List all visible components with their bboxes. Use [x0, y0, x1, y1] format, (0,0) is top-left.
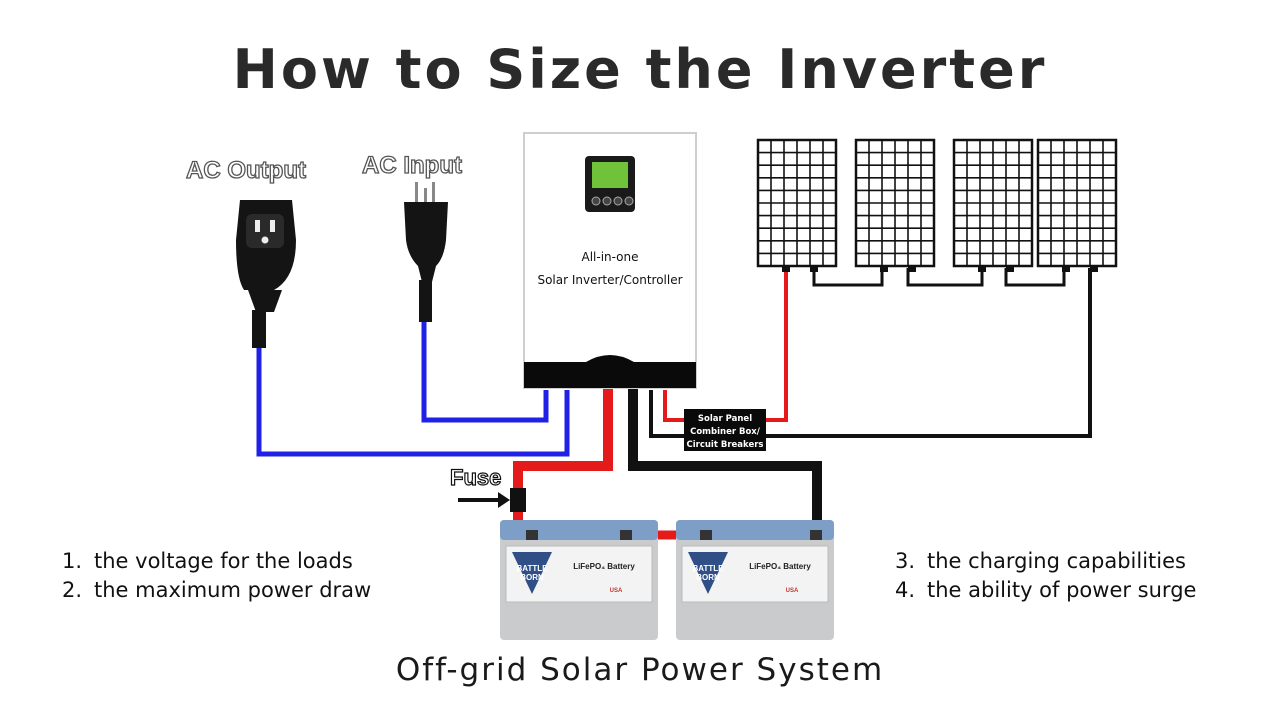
ac-output-socket-icon: [236, 200, 296, 348]
inverter-label-line2: Solar Inverter/Controller: [537, 273, 682, 287]
combiner-label-line1: Solar Panel: [698, 414, 752, 424]
solar-panel-3: [952, 138, 1034, 272]
battery-1-badge: USA: [610, 588, 623, 594]
list-item: 2.the maximum power draw: [62, 578, 372, 602]
ac-input-label: AC Input: [362, 152, 462, 179]
list-item: 4.the ability of power surge: [895, 578, 1197, 602]
solar-panel-2: [854, 138, 936, 272]
battery-2-brand-line2: BORN: [696, 573, 720, 582]
solar-panel-array: [756, 138, 1118, 272]
battery-1-brand-line1: BATTLE: [517, 564, 549, 573]
list-item: 3.the charging capabilities: [895, 549, 1186, 573]
battery-wiring: [513, 388, 822, 540]
battery-negative-wire: [628, 388, 822, 533]
battery-positive-wire: [513, 388, 613, 535]
battery-2-brand-line1: BATTLE: [693, 564, 725, 573]
solar-panel-1: [756, 138, 838, 272]
battery-1-type-label: LiFePO₄ Battery: [573, 562, 635, 571]
ac-input-plug-icon: [404, 182, 448, 322]
ac-wiring: [256, 318, 570, 457]
fuse: [458, 488, 526, 512]
panel-link-1: [812, 268, 884, 287]
ac-input-wire: [421, 318, 549, 423]
pv-negative-wire: [649, 268, 1092, 438]
ac-output-label: AC Output: [186, 157, 306, 184]
panel-link-2: [906, 268, 984, 287]
combiner-label-line2: Combiner Box/: [690, 427, 761, 437]
solar-panel-4: [1036, 138, 1118, 272]
battery-2-type-label: LiFePO₄ Battery: [749, 562, 811, 571]
diagram-caption: Off-grid Solar Power System: [395, 652, 885, 688]
combiner-box: [684, 409, 766, 451]
inverter-label-line1: All-in-one: [581, 250, 638, 264]
inverter-unit: [523, 132, 697, 389]
combiner-label-line3: Circuit Breakers: [687, 440, 764, 450]
list-item: 1.the voltage for the loads: [62, 549, 353, 573]
sizing-factors-right: 3.the charging capabilities 4.the abilit…: [895, 547, 1196, 605]
panel-link-3: [1004, 268, 1066, 287]
inverter-lcd-panel: [585, 156, 635, 212]
page-title: How to Size the Inverter: [232, 38, 1048, 101]
battery-1: [500, 520, 658, 640]
battery-1-brand-line2: BORN: [520, 573, 544, 582]
ac-output-wire: [256, 345, 570, 457]
fuse-label: Fuse: [450, 465, 501, 490]
sizing-factors-left: 1.the voltage for the loads 2.the maximu…: [62, 547, 371, 605]
battery-2-badge: USA: [786, 588, 799, 594]
battery-2: [676, 520, 834, 640]
